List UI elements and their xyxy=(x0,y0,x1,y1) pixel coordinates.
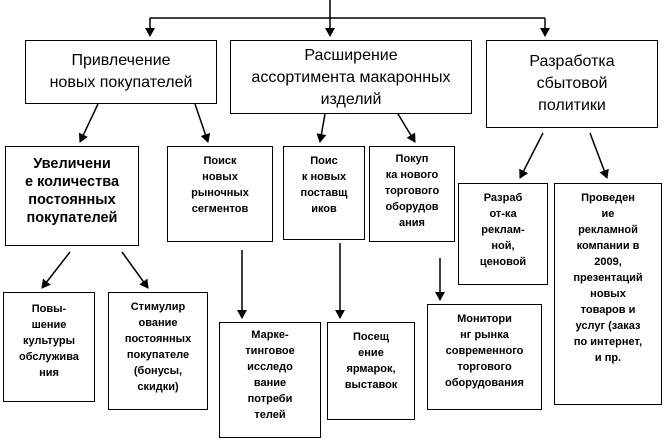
node-marketing-research: Марке- тинговое исследо вание потреби те… xyxy=(219,322,321,438)
node-service-culture: Повы- шение культуры обслужива ния xyxy=(3,292,95,402)
node-expand-assortment: Расширение ассортимента макаронных издел… xyxy=(230,40,472,114)
arrow-expand-equipment xyxy=(397,113,416,143)
node-new-equipment: Покуп ка нового торгового оборудов ания xyxy=(369,146,455,242)
node-increase-regulars: Увеличени е количества постоянных покупа… xyxy=(5,146,139,246)
arrow-policy-campaign xyxy=(589,132,609,179)
node-market-monitoring: Монитори нг рынка современного торгового… xyxy=(427,304,542,410)
node-attract-customers: Привлечение новых покупателей xyxy=(25,40,217,104)
node-ad-price-policy: Разраб от-ка реклам- ной, ценовой xyxy=(458,183,548,285)
arrow-expand-suppliers xyxy=(316,113,327,143)
node-sales-policy: Разработка сбытовой политики xyxy=(486,40,658,128)
node-new-segments: Поиск новых рыночных сегментов xyxy=(167,146,273,242)
arrow-increase-culture xyxy=(41,251,71,289)
arrow-increase-stimulate xyxy=(121,251,149,289)
arrow-policy-adpolicy xyxy=(519,132,544,179)
node-stimulate-regulars: Стимулир ование постоянных покупателе (б… xyxy=(108,292,208,410)
node-ad-campaign: Проведен ие рекламной компании в 2009, п… xyxy=(554,183,662,405)
arrow-attract-increase xyxy=(78,103,99,143)
node-fairs-exhibitions: Посещ ение ярмарок, выставок xyxy=(327,322,415,420)
node-new-suppliers: Поис к новых поставщ иков xyxy=(283,146,365,240)
arrow-attract-segments xyxy=(194,103,211,143)
